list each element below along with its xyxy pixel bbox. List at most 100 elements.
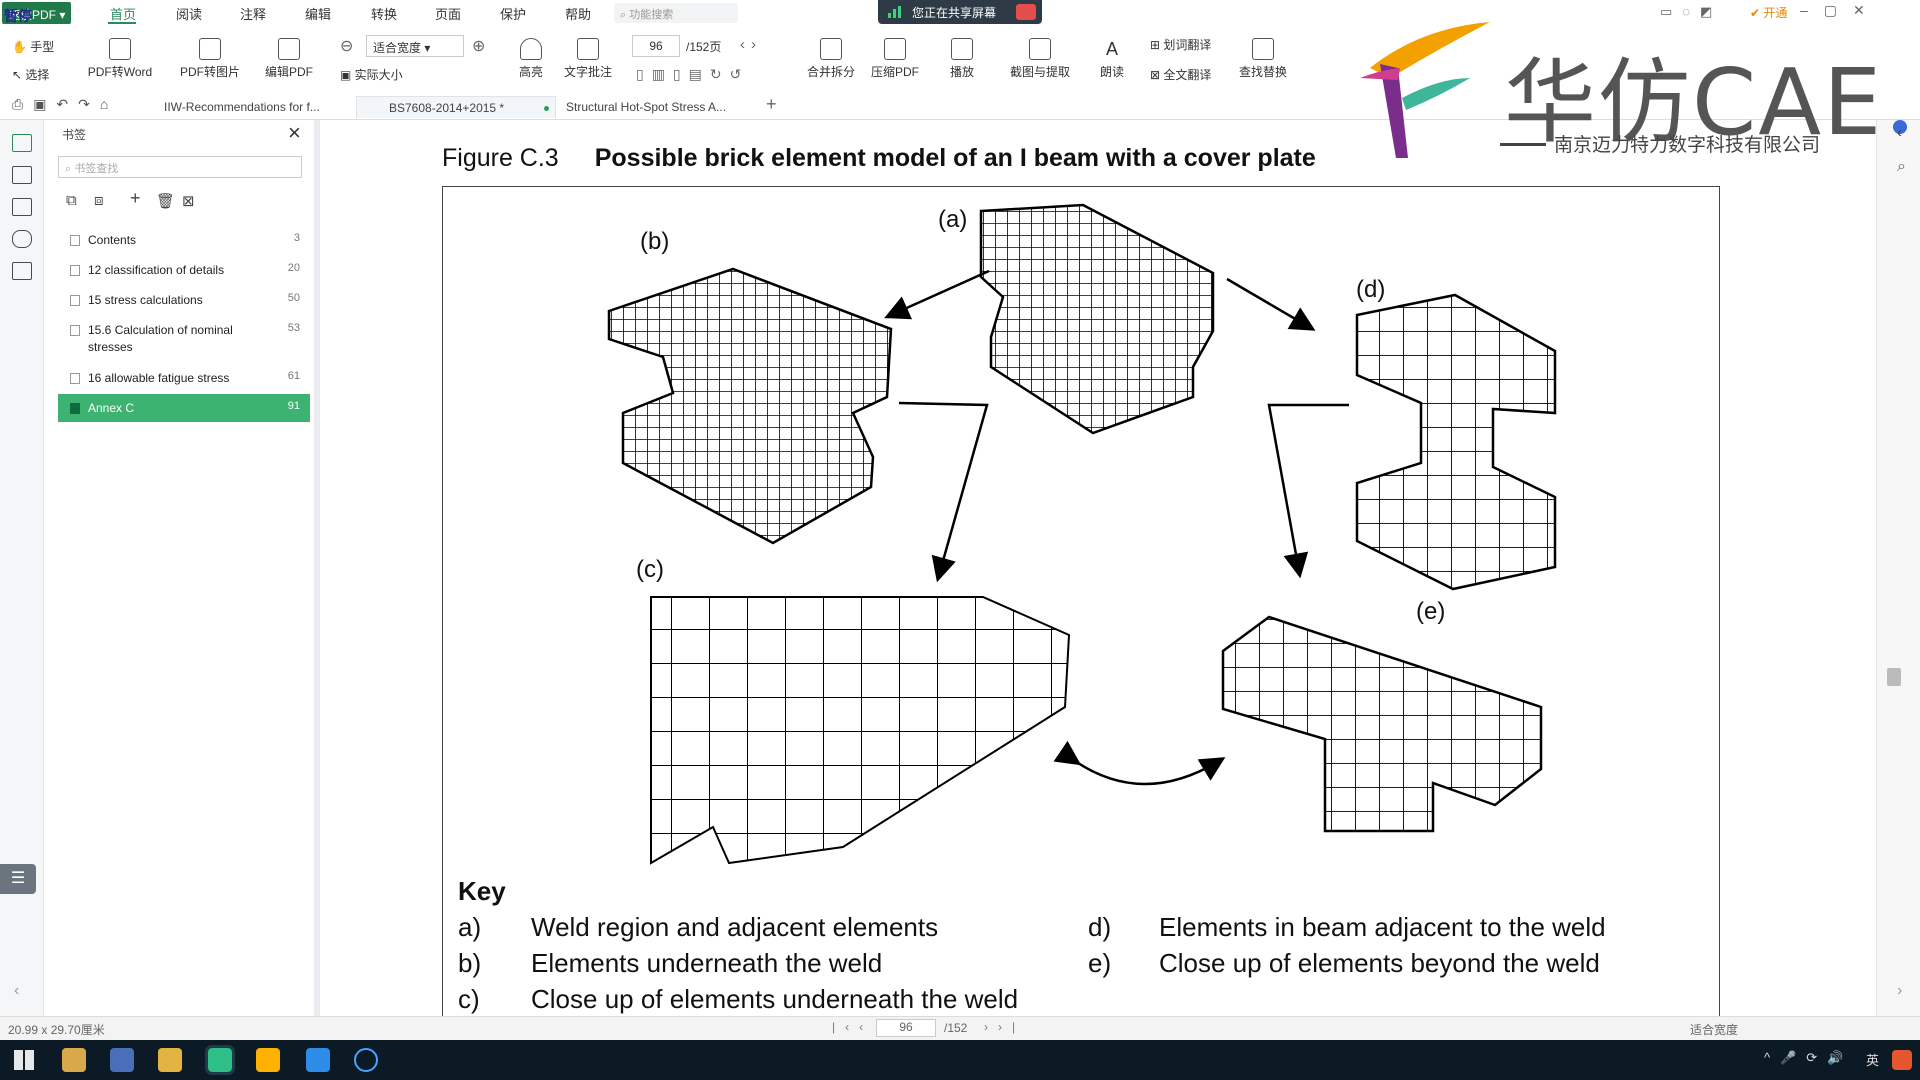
menu-annotate[interactable]: 注释 xyxy=(240,7,267,22)
collapse-right-icon[interactable]: › xyxy=(1897,982,1903,999)
status-zoom-mode[interactable]: 适合宽度 xyxy=(1690,1023,1739,1037)
brand-watermark: 华仿CAE 南京迈力特力数字科技有限公司 xyxy=(1350,18,1910,158)
expand-all-icon[interactable]: ⧉ xyxy=(66,192,77,209)
capture-button[interactable]: 截图与提取 xyxy=(1002,38,1078,80)
stop-share-icon[interactable] xyxy=(1016,4,1036,20)
menu-convert[interactable]: 转换 xyxy=(371,7,398,22)
find-replace-button[interactable]: 查找替换 xyxy=(1234,38,1292,80)
calculator-icon[interactable] xyxy=(110,1048,134,1072)
bookmark-label: 16 allowable fatigue stress xyxy=(88,371,230,385)
outline-toggle-icon[interactable]: ☰ xyxy=(0,864,36,894)
windows-start-icon[interactable] xyxy=(14,1050,34,1070)
window-utility-icons[interactable]: ▭◌◩ xyxy=(1660,4,1723,19)
search-icon[interactable]: ⌕ xyxy=(1897,158,1906,175)
bookmark-search-placeholder: 书签查找 xyxy=(74,163,119,175)
bookmark-icon xyxy=(70,235,80,246)
menu-read[interactable]: 阅读 xyxy=(176,7,203,22)
panel-label-c: (c) xyxy=(636,556,664,583)
quick-access-icons[interactable]: ⎙▣↶↷⌂ xyxy=(12,96,119,112)
actual-size-button[interactable]: ▣ 实际大小 xyxy=(340,68,403,82)
ime-indicator[interactable]: 英 xyxy=(1866,1053,1880,1068)
sidebar-title: 书签 xyxy=(62,128,87,142)
search-app-icon[interactable] xyxy=(354,1048,378,1072)
bookmark-panel-icon[interactable] xyxy=(12,134,32,152)
collapse-all-icon[interactable]: ⧈ xyxy=(94,192,104,209)
zoom-in-icon[interactable]: ⊕ xyxy=(472,38,486,55)
word-icon xyxy=(109,38,131,60)
add-bookmark-icon[interactable]: + xyxy=(130,188,141,208)
delete-bookmark-icon[interactable]: 🗑 xyxy=(156,193,176,210)
app-logo[interactable]: 速读PDF ▾ xyxy=(2,2,72,24)
status-page-input[interactable]: 96 xyxy=(876,1019,936,1037)
window-controls[interactable]: –▢✕ xyxy=(1800,2,1881,18)
bookmark-label: 15.6 Calculation of nominal stresses xyxy=(88,323,233,354)
figure-number: Figure C.3 xyxy=(442,144,559,172)
page-nav-icons[interactable]: ‹› xyxy=(740,36,762,53)
menu-help[interactable]: 帮助 xyxy=(565,7,592,22)
file-explorer-icon[interactable] xyxy=(158,1048,182,1072)
pdf-reader-icon[interactable] xyxy=(205,1045,235,1075)
next-last-icons[interactable]: ››| xyxy=(984,1020,1026,1034)
screen-share-banner[interactable]: 您正在共享屏幕 xyxy=(878,0,1042,24)
play-button[interactable]: 播放 xyxy=(940,38,984,80)
menu-protect[interactable]: 保护 xyxy=(500,7,527,22)
first-prev-icons[interactable]: |‹‹ xyxy=(832,1020,874,1034)
edit-pdf-button[interactable]: 编辑PDF xyxy=(258,38,320,80)
page-number-input[interactable]: 96 xyxy=(632,35,680,57)
text-note-button[interactable]: 文字批注 xyxy=(562,38,614,80)
zoom-out-icon[interactable]: ⊖ xyxy=(340,38,354,55)
comment-panel-icon[interactable] xyxy=(12,198,32,216)
compress-button[interactable]: 压缩PDF xyxy=(868,38,922,80)
hand-tool[interactable]: ✋ 手型 xyxy=(12,40,55,54)
highlight-button[interactable]: 高亮 xyxy=(512,38,550,80)
taskbar-app-icon[interactable] xyxy=(62,1048,86,1072)
close-icon[interactable]: × xyxy=(288,120,301,145)
zoom-mode-select[interactable]: 适合宽度 ▾ xyxy=(366,35,464,57)
pdf-to-word-button[interactable]: PDF转Word xyxy=(84,38,156,80)
thumbnail-panel-icon[interactable] xyxy=(12,166,32,184)
vip-button[interactable]: ✔ 开通 xyxy=(1750,6,1788,20)
clear-bookmarks-icon[interactable]: ⊠ xyxy=(182,193,195,210)
menu-home[interactable]: 首页 xyxy=(110,7,137,22)
system-tray-icons[interactable]: ^🎤⟳🔊 xyxy=(1764,1050,1854,1065)
capture-label: 截图与提取 xyxy=(1009,65,1070,79)
signature-panel-icon[interactable] xyxy=(12,262,32,280)
collapse-left-icon[interactable]: ‹ xyxy=(14,982,20,999)
full-translate-button[interactable]: ⊠ 全文翻译 xyxy=(1150,68,1212,82)
user-avatar[interactable] xyxy=(1893,120,1907,134)
attachment-panel-icon[interactable] xyxy=(12,230,32,248)
input-method-icon[interactable] xyxy=(1892,1050,1912,1070)
bookmark-icon xyxy=(70,325,80,336)
tab-structural-hot-spot[interactable]: Structural Hot-Spot Stress A... xyxy=(566,100,727,114)
workbench-icon[interactable] xyxy=(256,1048,280,1072)
tab-iiw-recommendations[interactable]: IIW-Recommendations for f... xyxy=(164,100,320,114)
bookmark-icon xyxy=(70,265,80,276)
merge-split-button[interactable]: 合并拆分 xyxy=(804,38,858,80)
actual-size-label: 实际大小 xyxy=(354,68,403,82)
meeting-app-icon[interactable] xyxy=(306,1048,330,1072)
tab-bs7608[interactable]: BS7608-2014+2015 * xyxy=(356,96,556,118)
pdf-to-image-button[interactable]: PDF转图片 xyxy=(174,38,246,80)
new-tab-icon[interactable]: + xyxy=(766,94,777,114)
feature-search-input[interactable]: ⌕ 功能搜索 xyxy=(614,3,738,23)
scrollbar-thumb[interactable] xyxy=(1887,668,1901,686)
bookmark-page: 50 xyxy=(287,292,300,304)
view-mode-icons[interactable]: ▯▥▯▤↻↺ xyxy=(636,66,750,82)
select-tool[interactable]: ↖ 选择 xyxy=(12,68,50,82)
bookmark-search-input[interactable]: ⌕ 书签查找 xyxy=(58,156,302,178)
menu-page[interactable]: 页面 xyxy=(435,7,462,22)
pdf-to-image-label: PDF转图片 xyxy=(179,65,240,79)
bookmark-label: Contents xyxy=(88,233,137,247)
brand-logo xyxy=(1360,22,1490,158)
word-translate-button[interactable]: ⊞ 划词翻译 xyxy=(1150,38,1212,52)
menu-edit[interactable]: 编辑 xyxy=(305,7,332,22)
expand-right-icon[interactable]: ‹ xyxy=(1897,124,1902,140)
